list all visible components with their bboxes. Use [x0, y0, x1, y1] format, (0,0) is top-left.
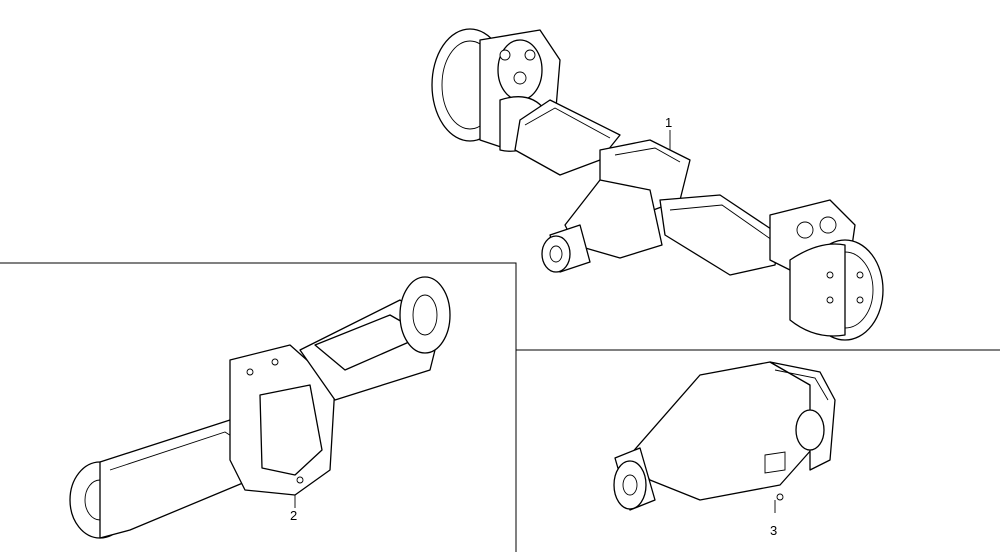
pinion-flange: [613, 460, 647, 510]
panel-frame-lower-left: [0, 262, 517, 552]
callout-1: 1: [665, 115, 672, 130]
panel-frames: [0, 262, 1000, 552]
axle-housing-illustration: [69, 276, 451, 539]
input-flange: [541, 235, 571, 273]
callout-2: 2: [290, 508, 297, 523]
axle-assembly-illustration: [431, 28, 884, 341]
callout-3: 3: [770, 523, 777, 538]
differential-carrier: [564, 179, 663, 259]
right-axle-tube: [659, 194, 781, 276]
differential-illustration: [613, 361, 836, 513]
housing-right-flange: [399, 276, 451, 354]
carrier-body: [629, 361, 821, 501]
